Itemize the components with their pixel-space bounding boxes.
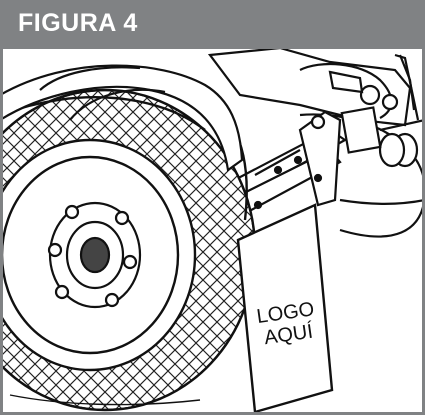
mudflap-bracket: [223, 106, 382, 217]
figure-title: FIGURA 4: [18, 9, 138, 37]
chassis-frame: [207, 46, 420, 127]
ground-lines: [9, 394, 201, 406]
figure-frame: [0, 46, 425, 415]
wheel-hub: [47, 201, 142, 309]
fender: [0, 64, 244, 172]
mudflap: [236, 203, 334, 414]
figure-header: FIGURA 4: [0, 0, 425, 46]
